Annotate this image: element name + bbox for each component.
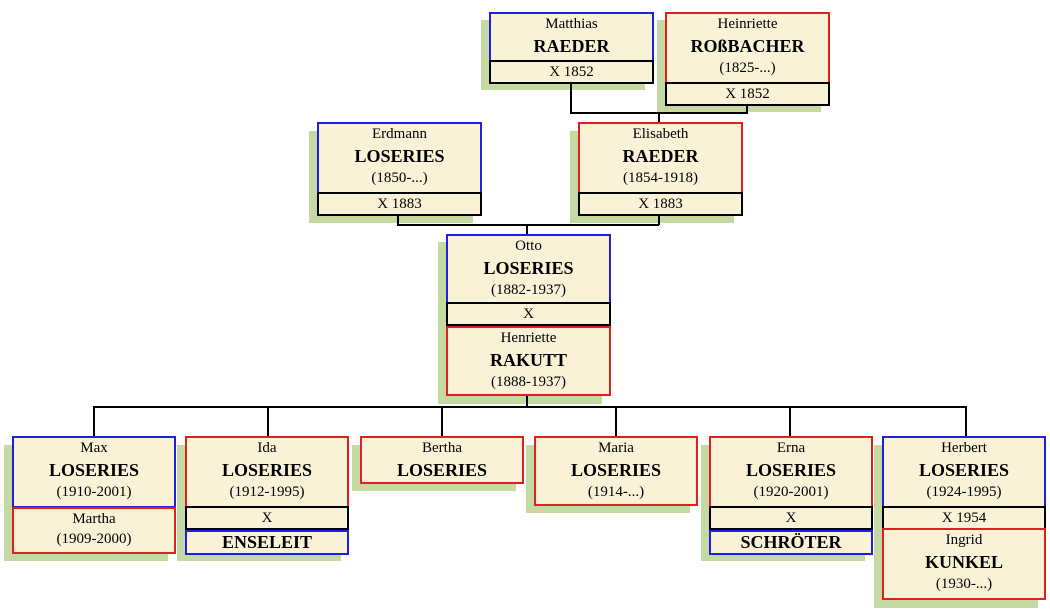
surname: ENSELEIT — [221, 532, 313, 552]
person-bertha[interactable]: Bertha LOSERIES — [360, 436, 524, 484]
life-years: (1924-1995) — [926, 484, 1002, 500]
connector-line — [526, 224, 528, 235]
surname: KUNKEL — [924, 552, 1003, 572]
person-erdmann[interactable]: Erdmann LOSERIES (1850-...) — [317, 122, 482, 194]
person-elisabeth[interactable]: Elisabeth RAEDER (1854-1918) — [578, 122, 743, 194]
connector-line — [746, 104, 748, 113]
connector-line — [267, 406, 269, 436]
marriage-label: X 1883 — [317, 192, 482, 216]
person-ida[interactable]: Ida LOSERIES (1912-1995) — [185, 436, 349, 508]
first-name: Henriette — [500, 330, 557, 346]
first-name: Otto — [515, 238, 542, 254]
marriage-label: X 1883 — [578, 192, 743, 216]
surname: LOSERIES — [918, 460, 1010, 480]
life-years: (1825-...) — [719, 60, 776, 76]
surname: LOSERIES — [221, 460, 313, 480]
person-martha[interactable]: Martha (1909-2000) — [12, 507, 176, 554]
first-name: Max — [80, 440, 108, 456]
marriage-label: X 1852 — [489, 60, 654, 84]
life-years: (1912-1995) — [229, 484, 305, 500]
surname: LOSERIES — [48, 460, 140, 480]
first-name: Matthias — [545, 16, 598, 32]
surname: RAEDER — [622, 146, 699, 166]
person-heinriette[interactable]: Heinriette ROßBACHER (1825-...) — [665, 12, 830, 84]
life-years: (1854-1918) — [623, 170, 698, 186]
life-years: (1909-2000) — [56, 531, 132, 547]
surname: LOSERIES — [396, 460, 488, 480]
surname: LOSERIES — [483, 258, 574, 278]
life-years: (1920-2001) — [753, 484, 829, 500]
first-name: Heinriette — [717, 16, 778, 32]
connector-line — [397, 214, 399, 225]
person-otto[interactable]: Otto LOSERIES (1882-1937) — [446, 234, 611, 304]
first-name: Herbert — [941, 440, 987, 456]
surname: SCHRÖTER — [740, 532, 842, 552]
person-erna[interactable]: Erna LOSERIES (1920-2001) — [709, 436, 873, 508]
first-name: Bertha — [422, 440, 462, 456]
surname: RAEDER — [533, 36, 610, 56]
first-name: Erna — [776, 440, 806, 456]
first-name: Ingrid — [945, 532, 983, 548]
marriage-label: X — [709, 506, 873, 530]
connector-line — [93, 406, 95, 436]
connector-line — [658, 214, 660, 225]
person-henriette[interactable]: Henriette RAKUTT (1888-1937) — [446, 326, 611, 396]
life-years: (1930-...) — [935, 576, 993, 592]
connector-line — [441, 406, 443, 436]
marriage-label: X 1852 — [665, 82, 830, 106]
surname: LOSERIES — [354, 146, 445, 166]
person-schroeter[interactable]: SCHRÖTER — [709, 530, 873, 555]
marriage-label: X — [185, 506, 349, 530]
marriage-label: X 1954 — [882, 506, 1046, 530]
connector-line — [965, 406, 967, 436]
marriage-label: X — [446, 302, 611, 326]
person-matthias[interactable]: Matthias RAEDER — [489, 12, 654, 62]
person-herbert[interactable]: Herbert LOSERIES (1924-1995) — [882, 436, 1046, 508]
life-years: (1882-1937) — [491, 282, 566, 298]
connector-line — [570, 82, 572, 113]
first-name: Elisabeth — [632, 126, 689, 142]
connector-line — [397, 224, 659, 226]
first-name: Erdmann — [372, 126, 427, 142]
connector-line — [658, 112, 660, 123]
person-enseleit[interactable]: ENSELEIT — [185, 530, 349, 555]
connector-line — [93, 406, 967, 408]
life-years: (1914-...) — [587, 484, 645, 500]
first-name: Maria — [598, 440, 634, 456]
surname: LOSERIES — [745, 460, 837, 480]
surname: RAKUTT — [489, 350, 567, 370]
connector-line — [615, 406, 617, 436]
person-maria[interactable]: Maria LOSERIES (1914-...) — [534, 436, 698, 506]
first-name: Martha — [72, 511, 116, 527]
person-max[interactable]: Max LOSERIES (1910-2001) — [12, 436, 176, 508]
connector-line — [789, 406, 791, 436]
first-name: Ida — [257, 440, 277, 456]
life-years: (1888-1937) — [491, 374, 566, 390]
life-years: (1850-...) — [371, 170, 428, 186]
surname: LOSERIES — [570, 460, 662, 480]
surname: ROßBACHER — [690, 36, 805, 56]
person-ingrid[interactable]: Ingrid KUNKEL (1930-...) — [882, 528, 1046, 600]
life-years: (1910-2001) — [56, 484, 132, 500]
connector-line — [526, 394, 528, 407]
